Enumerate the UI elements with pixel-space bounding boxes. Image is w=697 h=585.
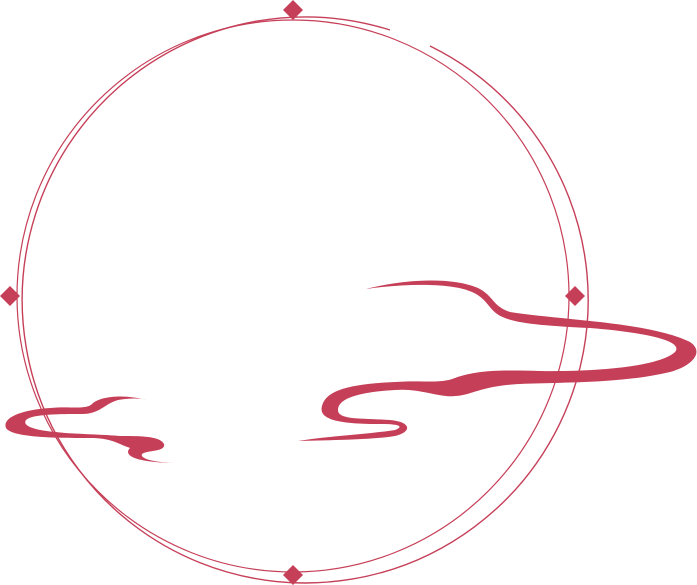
diamond-bottom-icon xyxy=(283,565,303,585)
diamond-right-icon xyxy=(565,286,585,306)
cloud-swirl-large-icon xyxy=(298,280,697,441)
diamond-left-icon xyxy=(0,286,20,306)
cloud-swirl-small-icon xyxy=(5,396,174,463)
outer-ring xyxy=(21,16,589,584)
diamond-top-icon xyxy=(283,0,303,20)
